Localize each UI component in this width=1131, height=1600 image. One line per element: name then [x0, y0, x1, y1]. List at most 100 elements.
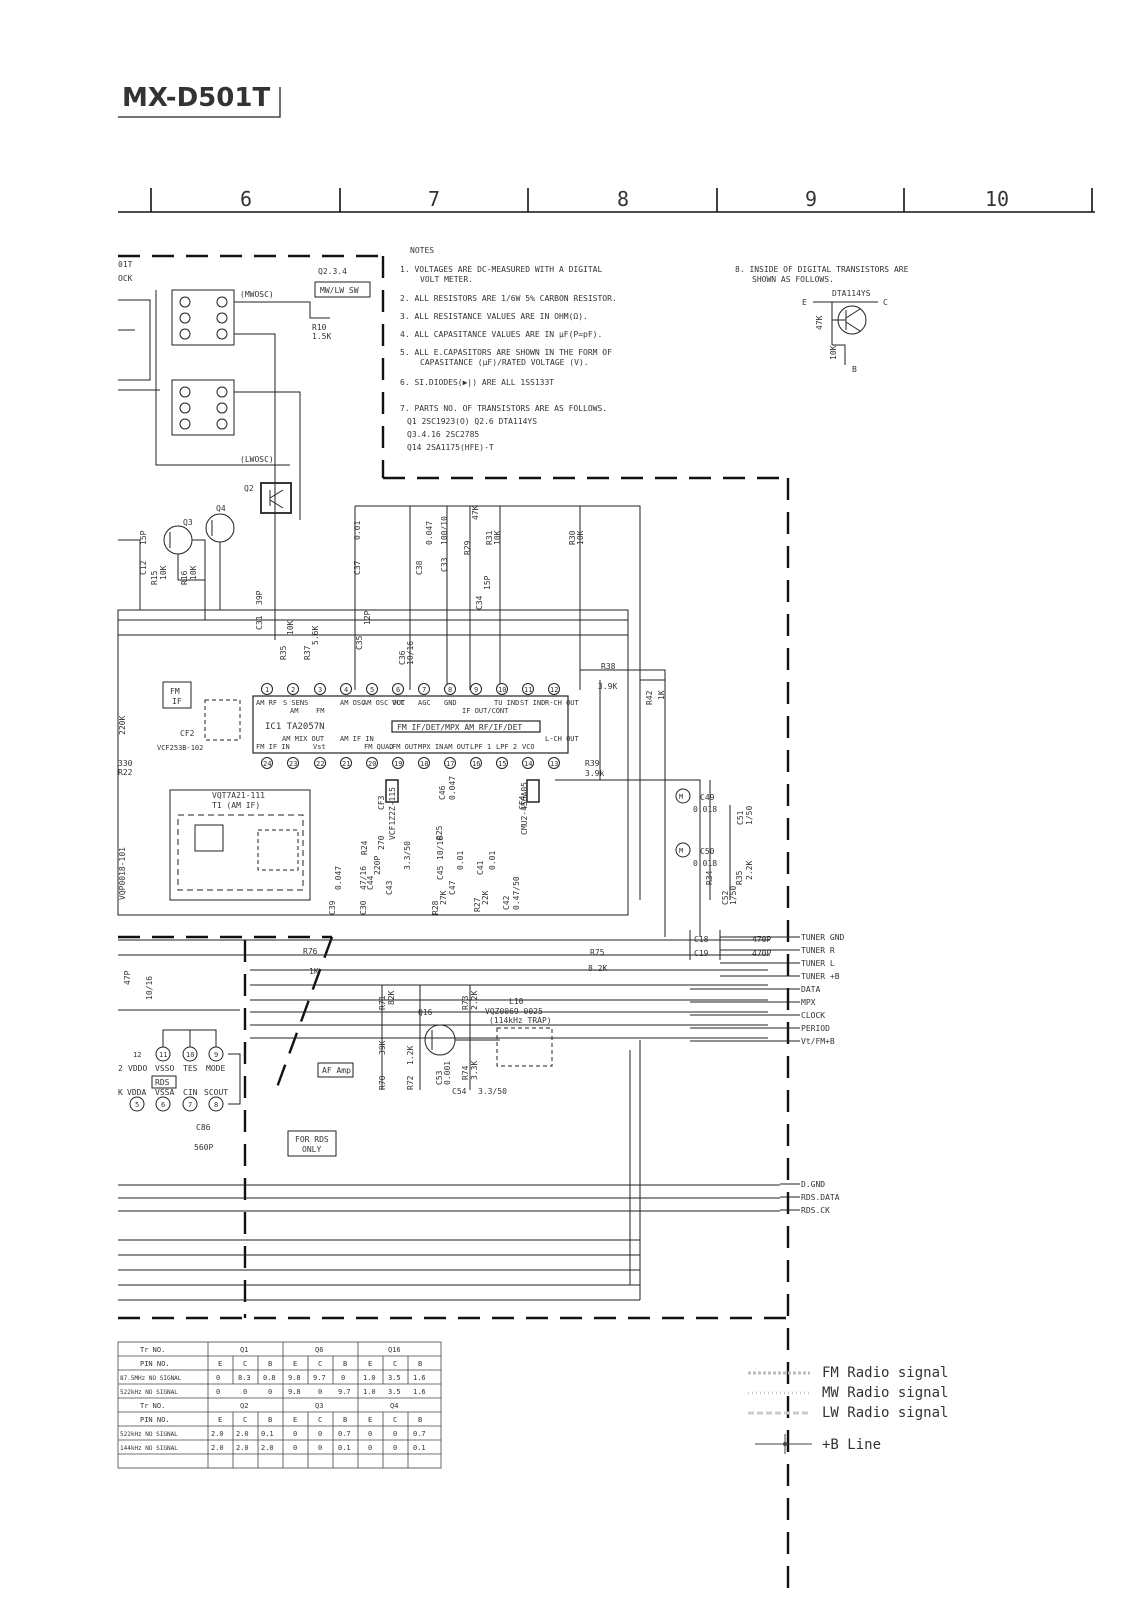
label-cin: CIN [183, 1088, 198, 1097]
left-edge-1: 01T [118, 260, 133, 269]
pin-4-label: AM OSC [340, 699, 365, 707]
label-q2: Q2 [244, 484, 254, 493]
label-r72-val: 1.2K [406, 1046, 415, 1065]
ic1-inner-label: FM IF/DET/MPX AM RF/IF/DET [397, 723, 522, 732]
label-c30-val: 47/16 [359, 866, 368, 890]
vt2-r2-c2: 2.0 [236, 1444, 249, 1452]
label-mwlw-sw: MW/LW SW [320, 286, 359, 295]
vt1-pin-c1: C [243, 1360, 247, 1368]
vt2-pinno: PIN NO. [140, 1416, 170, 1424]
vt1-r1-c4: 9.8 [288, 1374, 301, 1382]
label-c51-val: 1/50 [745, 806, 754, 825]
vt2-trno: Tr NO. [140, 1402, 165, 1410]
vt1-pin-b2: B [343, 1360, 347, 1368]
vt2-r2-c3: 2.0 [261, 1444, 274, 1452]
vt1-r1-c8: 3.5 [388, 1374, 401, 1382]
conn-tuner-l: TUNER L [801, 959, 835, 968]
pin-1: 1 [265, 686, 269, 694]
pin-12: 12 [550, 686, 558, 694]
label-c47: C47 [448, 880, 457, 895]
pin-3-label: FM [316, 707, 324, 715]
label-r29: R29 [463, 540, 472, 555]
pin-17: 17 [446, 760, 454, 768]
vt2-pin-b3: B [418, 1416, 422, 1424]
signal-legend: FM Radio signal MW Radio signal LW Radio… [748, 1365, 948, 1454]
label-r30: R30 [568, 530, 577, 545]
label-c46: C46 [438, 785, 447, 800]
pin-5-label: AM OSC OUT [363, 699, 406, 707]
label-c53-val: 0.001 [443, 1061, 452, 1085]
label-c54: C54 [452, 1087, 467, 1096]
vt1-r1-c2: 8.3 [238, 1374, 251, 1382]
pin-21-label: AM IF IN [340, 735, 374, 743]
conn-rds-ck: RDS.CK [801, 1206, 830, 1215]
note-line-8: 8. INSIDE OF DIGITAL TRANSISTORS ARE [735, 265, 909, 274]
label-vdda: VDDA [127, 1088, 146, 1097]
label-c38: C38 [415, 560, 424, 575]
conn-vt: Vt/FM+B [801, 1037, 835, 1046]
pin-13: 13 [550, 760, 558, 768]
conn-clock: CLOCK [801, 1011, 825, 1020]
pin-20: 20 [368, 760, 376, 768]
vt1-r1-c3: 0.8 [263, 1374, 276, 1382]
conn-data: DATA [801, 985, 820, 994]
notes-block: NOTES 1. VOLTAGES ARE DC-MEASURED WITH A… [400, 246, 909, 452]
tuner-pack-outline [118, 254, 790, 1598]
label-vsso: VSSO [155, 1064, 174, 1073]
vt1-r2-c8: 3.5 [388, 1388, 401, 1396]
osc-coil-block [118, 289, 330, 640]
label-r75: R75 [590, 948, 605, 957]
label-vddo: VDDO [128, 1064, 147, 1073]
label-c50-val: 0.018 [693, 859, 717, 868]
pin-7: 7 [422, 686, 426, 694]
vt2-r1-c3: 0.1 [261, 1430, 274, 1438]
conn-tuner-gnd: TUNER GND [801, 933, 845, 942]
label-c42: C42 [502, 895, 511, 910]
grid-col-7: 7 [428, 187, 440, 211]
pin-6: 6 [396, 686, 400, 694]
label-c38-val: 0.047 [425, 521, 434, 545]
label-c50: C50 [700, 847, 715, 856]
pin-13-label: L-CH OUT [545, 735, 580, 743]
pin-15: 15 [498, 760, 506, 768]
vt1-pin-b3: B [418, 1360, 422, 1368]
label-r25: R25 [435, 825, 444, 840]
vt1-r2-label: 522kHz NO SIGNAL [120, 1389, 178, 1396]
conn-dgnd: D.GND [801, 1180, 825, 1189]
vt2-pin-b1: B [268, 1416, 272, 1424]
vt2-r2-c6: 0.1 [338, 1444, 351, 1452]
label-r15-val: 10K [159, 565, 168, 580]
label-rds-7: 7 [188, 1101, 192, 1109]
label-c12-val: 15P [139, 530, 148, 545]
label-r42-val: 1K [657, 690, 666, 700]
label-r34: R34 [705, 870, 714, 885]
note-line-8b: SHOWN AS FOLLOWS. [752, 275, 834, 284]
pin-24: 24 [263, 760, 271, 768]
label-q16: Q16 [418, 1008, 433, 1017]
dta-b: B [852, 365, 857, 374]
label-r35: R35 [279, 645, 288, 660]
conn-mpx: MPX [801, 998, 816, 1007]
label-pin-2: 2 [118, 1064, 123, 1073]
pin-10-label: TU IND [494, 699, 519, 707]
vt2-r1-c6: 0.7 [338, 1430, 351, 1438]
vt1-pin-e3: E [368, 1360, 372, 1368]
vt1-r1-label: 87.5MHz NO SIGNAL [120, 1375, 182, 1382]
label-c51: C51 [736, 810, 745, 825]
label-rds-5: 5 [135, 1101, 139, 1109]
label-cf3-part: VCF1Z2Z-115 [388, 787, 397, 840]
label-r37: R37 [303, 645, 312, 660]
label-c86-val: 560P [194, 1143, 213, 1152]
ic1-name: IC1 TA2057N [265, 722, 325, 732]
pin-19-label: FM OUT [392, 743, 418, 751]
af-amp-area [287, 985, 553, 1157]
vt2-pin-c3: C [393, 1416, 397, 1424]
pin-8-label: GND [444, 699, 457, 707]
vt1-trno: Tr NO. [140, 1346, 165, 1354]
label-r16-val: 10K [189, 565, 198, 580]
label-cf4: CF4 [518, 795, 527, 810]
label-vqp: VQP0018-101 [118, 847, 127, 900]
note-line-6: 6. SI.DIODES(▶|) ARE ALL 1SS133T [400, 378, 554, 387]
dta-r2: 10K [829, 345, 838, 360]
vt2-r2-c9: 0.1 [413, 1444, 426, 1452]
